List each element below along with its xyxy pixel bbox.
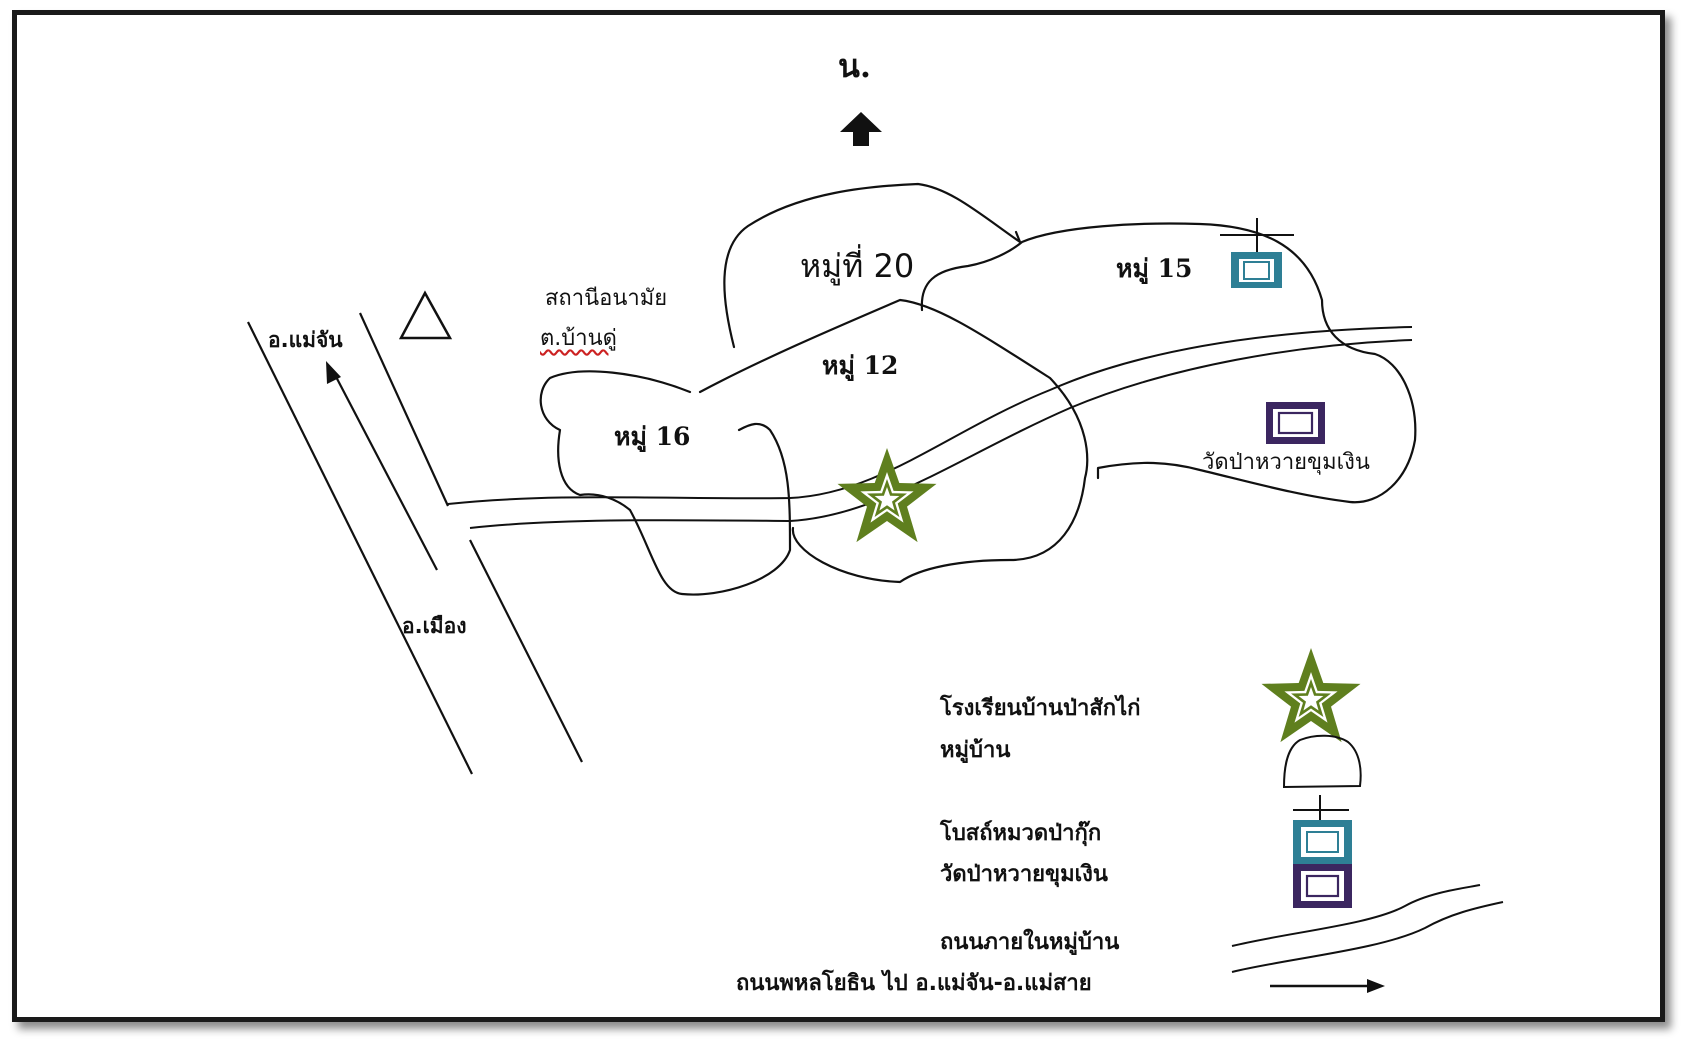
legend-highway-arrow-icon — [1270, 979, 1385, 993]
village-label-moo20: หมู่ที่ 20 — [800, 247, 915, 285]
legend-road-icon — [1231, 884, 1504, 973]
star-icon — [837, 448, 937, 543]
temple-label: วัดป่าหวายขุมเงิน — [1202, 450, 1370, 475]
legend-double-square-icon — [1293, 864, 1352, 908]
legend-label-village: หมู่บ้าน — [940, 738, 1011, 763]
legend-label-village-road: ถนนภายในหมู่บ้าน — [940, 930, 1120, 955]
village-label-moo12: หมู่ 12 — [822, 351, 899, 380]
cross-square-icon — [1220, 218, 1294, 288]
north-arrow-icon — [840, 112, 882, 146]
village-boundary-moo16 — [539, 370, 792, 596]
legend-label-highway: ถนนพหลโยธิน ไป อ.แม่จัน-อ.แม่สาย — [736, 971, 1092, 996]
north-label: น. — [838, 47, 872, 85]
highway-direction-arrow — [326, 361, 341, 384]
map-frame — [12, 10, 1665, 1022]
highway-label-mae-chan: อ.แม่จัน — [268, 328, 343, 352]
health-station-label: สถานีอนามัย — [545, 286, 668, 311]
health-station-label-subdistrict: ต.บ้านดู่ — [540, 326, 617, 351]
village-label-moo15: หมู่ 15 — [1116, 254, 1193, 283]
village-boundary-moo20 — [723, 182, 1022, 349]
legend-star-icon — [1261, 648, 1361, 743]
legend-label-temple: วัดป่าหวายขุมเงิน — [940, 862, 1108, 887]
village-label-moo16: หมู่ 16 — [614, 422, 691, 451]
village-boundary-moo12 — [698, 298, 1089, 584]
highway-road — [247, 312, 583, 775]
legend-label-shrine: โบสถ์หมวดป่ากุ๊ก — [940, 821, 1102, 846]
triangle-icon — [398, 290, 453, 340]
legend-label-school: โรงเรียนบ้านป่าสักไก่ — [940, 696, 1141, 721]
legend-village-icon — [1282, 734, 1362, 789]
highway-label-mueang: อ.เมือง — [402, 614, 467, 638]
legend-cross-square-icon — [1293, 795, 1352, 864]
double-square-icon — [1266, 402, 1325, 444]
village-road — [447, 326, 1413, 529]
